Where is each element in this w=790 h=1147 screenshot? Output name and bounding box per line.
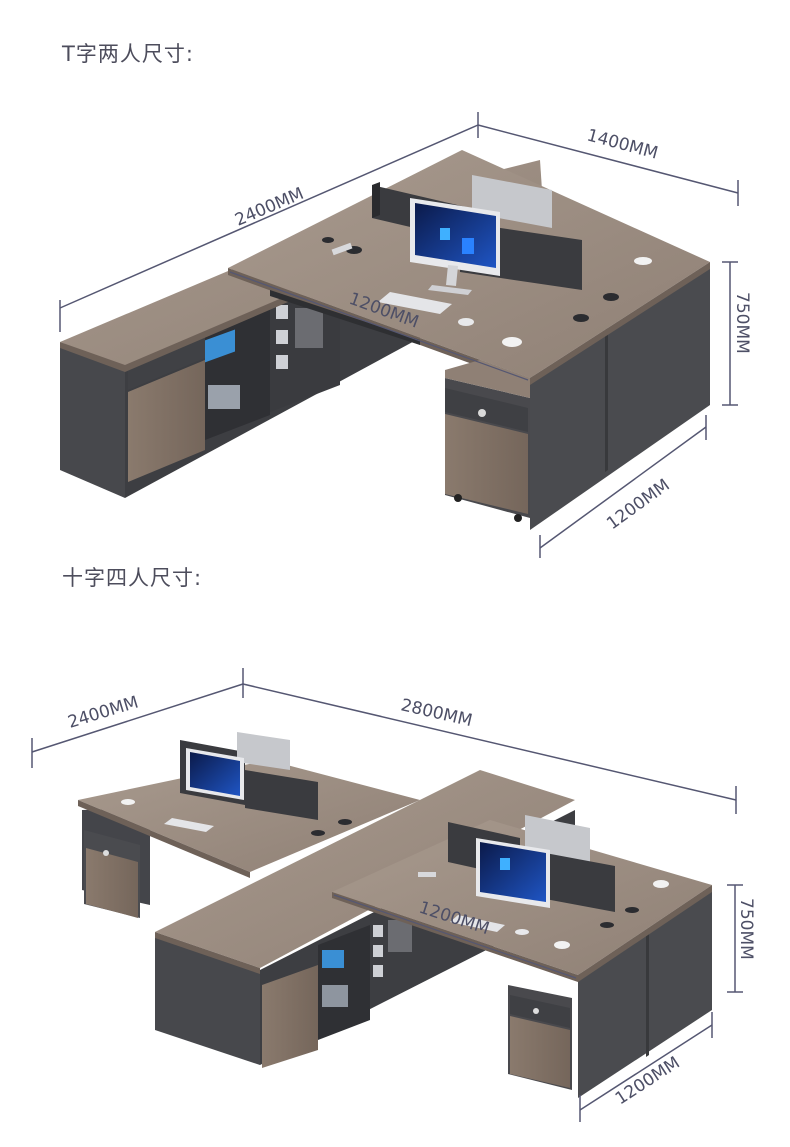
desk-pedestal — [530, 268, 710, 530]
section-title-t-shape: T字两人尺寸: — [62, 42, 194, 66]
t-shape-desk: 2400MM 1400MM 1200MM 750MM 1200MM — [59, 112, 752, 558]
dim-2400: 2400MM — [232, 184, 307, 231]
keyboard — [378, 292, 452, 314]
computer-tower — [295, 308, 323, 348]
pedestal-drawer — [445, 388, 528, 432]
dim-2400-cross: 2400MM — [66, 692, 141, 732]
socket-2 — [276, 330, 288, 344]
cross-shape-desk: 2400MM 2800MM 1200MM 750MM 1200MM — [31, 668, 756, 1122]
cross-cabinet-top — [155, 770, 575, 968]
left-cabinet-side — [60, 345, 125, 498]
shelf-binder — [205, 329, 235, 363]
socket-1 — [276, 305, 288, 319]
dim-2800: 2800MM — [399, 695, 474, 731]
dim-750-cross: 750MM — [736, 898, 756, 960]
back-screen-2 — [245, 770, 318, 820]
grommet-2 — [603, 293, 619, 301]
front-monitor-screen — [415, 203, 496, 268]
cup-2 — [634, 257, 652, 265]
socket-3 — [276, 355, 288, 369]
mouse — [458, 318, 474, 326]
pedestal-wood-door — [445, 414, 528, 514]
dim-750: 750MM — [732, 292, 752, 354]
phone — [331, 242, 353, 256]
shelf-box — [208, 385, 240, 409]
dim-1200-side: 1200MM — [603, 475, 673, 534]
section-title-cross-shape: 十字四人尺寸: — [62, 566, 203, 590]
cup-1 — [502, 337, 522, 347]
cross-dimension-lines — [31, 668, 743, 1122]
back-desk-top — [78, 760, 420, 872]
dim-1400: 1400MM — [585, 126, 660, 164]
left-cabinet-door — [128, 360, 205, 482]
t-dimension-lines — [59, 112, 739, 558]
grommet-1 — [573, 314, 589, 322]
